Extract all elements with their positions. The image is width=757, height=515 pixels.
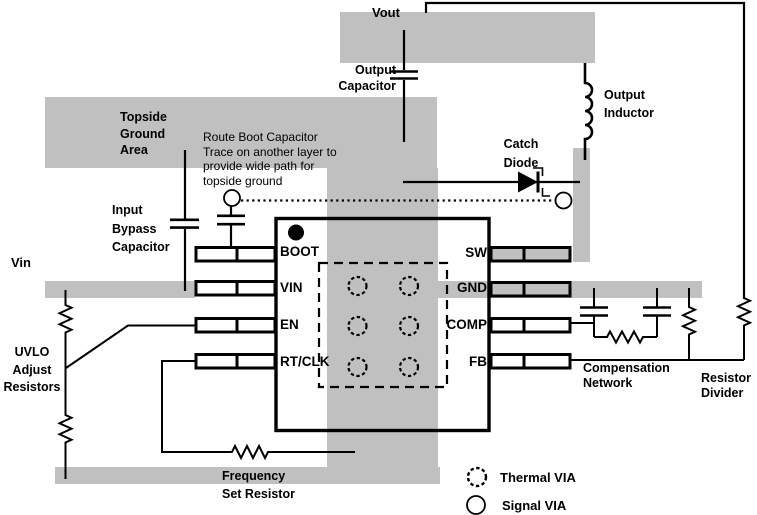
en-pad <box>235 317 277 334</box>
bottom-ground-copper-band <box>55 467 440 484</box>
boot-pad <box>235 246 277 263</box>
topside-ground-area-label: Topside Ground Area <box>120 110 167 157</box>
thermal-via <box>398 315 420 337</box>
output-inductor-symbol <box>583 63 594 160</box>
vin-pad <box>235 280 277 297</box>
rtclk-pad <box>235 353 277 370</box>
en-pad <box>194 317 239 334</box>
vout-label: Vout <box>372 5 400 20</box>
pin-label-vin: VIN <box>280 280 303 295</box>
boot-pad <box>194 246 239 263</box>
thermal-via-array <box>347 275 420 378</box>
compensation-network-label: Compensation Network <box>583 361 670 390</box>
thermal-via <box>347 275 368 297</box>
pin1-marker <box>288 224 304 241</box>
signal-via <box>223 189 241 207</box>
uvlo-adjust-resistors-symbol <box>57 290 74 479</box>
signal-via <box>554 191 573 210</box>
thermal-via <box>398 356 420 378</box>
fb-pad <box>522 353 572 370</box>
sw-pad <box>522 246 572 263</box>
comp-pad <box>522 317 572 334</box>
pin-label-boot: BOOT <box>280 244 319 259</box>
frequency-set-resistor-symbol <box>161 360 355 461</box>
boot-capacitor-symbol <box>217 206 245 248</box>
fb-pad <box>489 353 526 370</box>
output-inductor-label: Output Inductor <box>604 88 654 120</box>
vin-pad <box>194 280 239 297</box>
pin-label-rtclk: RT/CLK <box>280 354 330 369</box>
comp-pad <box>489 317 526 334</box>
pin-label-gnd: GND <box>457 280 487 295</box>
left-pin-pads <box>194 246 277 370</box>
catch-diode-symbol <box>403 167 580 197</box>
output-capacitor-symbol <box>390 30 418 142</box>
en-uvlo-trace <box>65 324 195 369</box>
vin-label: Vin <box>11 255 31 270</box>
route-boot-note: Route Boot Capacitor Trace on another la… <box>203 130 337 188</box>
compensation-network-symbol <box>570 288 698 360</box>
thermal-via-legend-label: Thermal VIA <box>500 470 576 485</box>
input-bypass-capacitor-symbol <box>170 150 199 291</box>
pin-label-en: EN <box>280 317 299 332</box>
pin-label-sw: SW <box>465 245 487 260</box>
signal-via-legend-label: Signal VIA <box>502 498 567 513</box>
right-pin-pads <box>489 246 572 370</box>
frequency-set-resistor-label: Frequency Set Resistor <box>222 469 295 502</box>
catch-diode-label: Catch Diode <box>503 137 539 170</box>
rtclk-pad <box>194 353 239 370</box>
pin-label-comp: COMP <box>446 317 488 332</box>
resistor-divider-label: Resistor Divider <box>701 371 752 400</box>
resistor-divider-symbol <box>735 297 753 360</box>
gnd-pad <box>489 281 526 298</box>
input-bypass-capacitor-label: Input Bypass Capacitor <box>112 203 170 255</box>
vout-to-divider-trace <box>424 1 746 299</box>
vout-copper-area <box>340 12 595 63</box>
signal-via-legend-icon <box>466 495 486 515</box>
topside-ground-copper-area <box>45 97 437 168</box>
thermal-via <box>347 356 368 378</box>
pin-label-fb: FB <box>469 354 487 369</box>
thermal-via <box>398 275 420 297</box>
output-capacitor-label: Output Capacitor <box>338 63 396 93</box>
sw-pad <box>489 246 526 263</box>
vin-copper-band <box>45 281 195 298</box>
thermal-via-legend-icon <box>466 466 488 488</box>
uvlo-adjust-resistors-label: UVLO Adjust Resistors <box>3 345 61 395</box>
sw-copper-strip <box>573 148 590 262</box>
thermal-via <box>347 315 368 337</box>
gnd-pad <box>522 281 572 298</box>
thermal-pad-outline <box>317 261 449 389</box>
